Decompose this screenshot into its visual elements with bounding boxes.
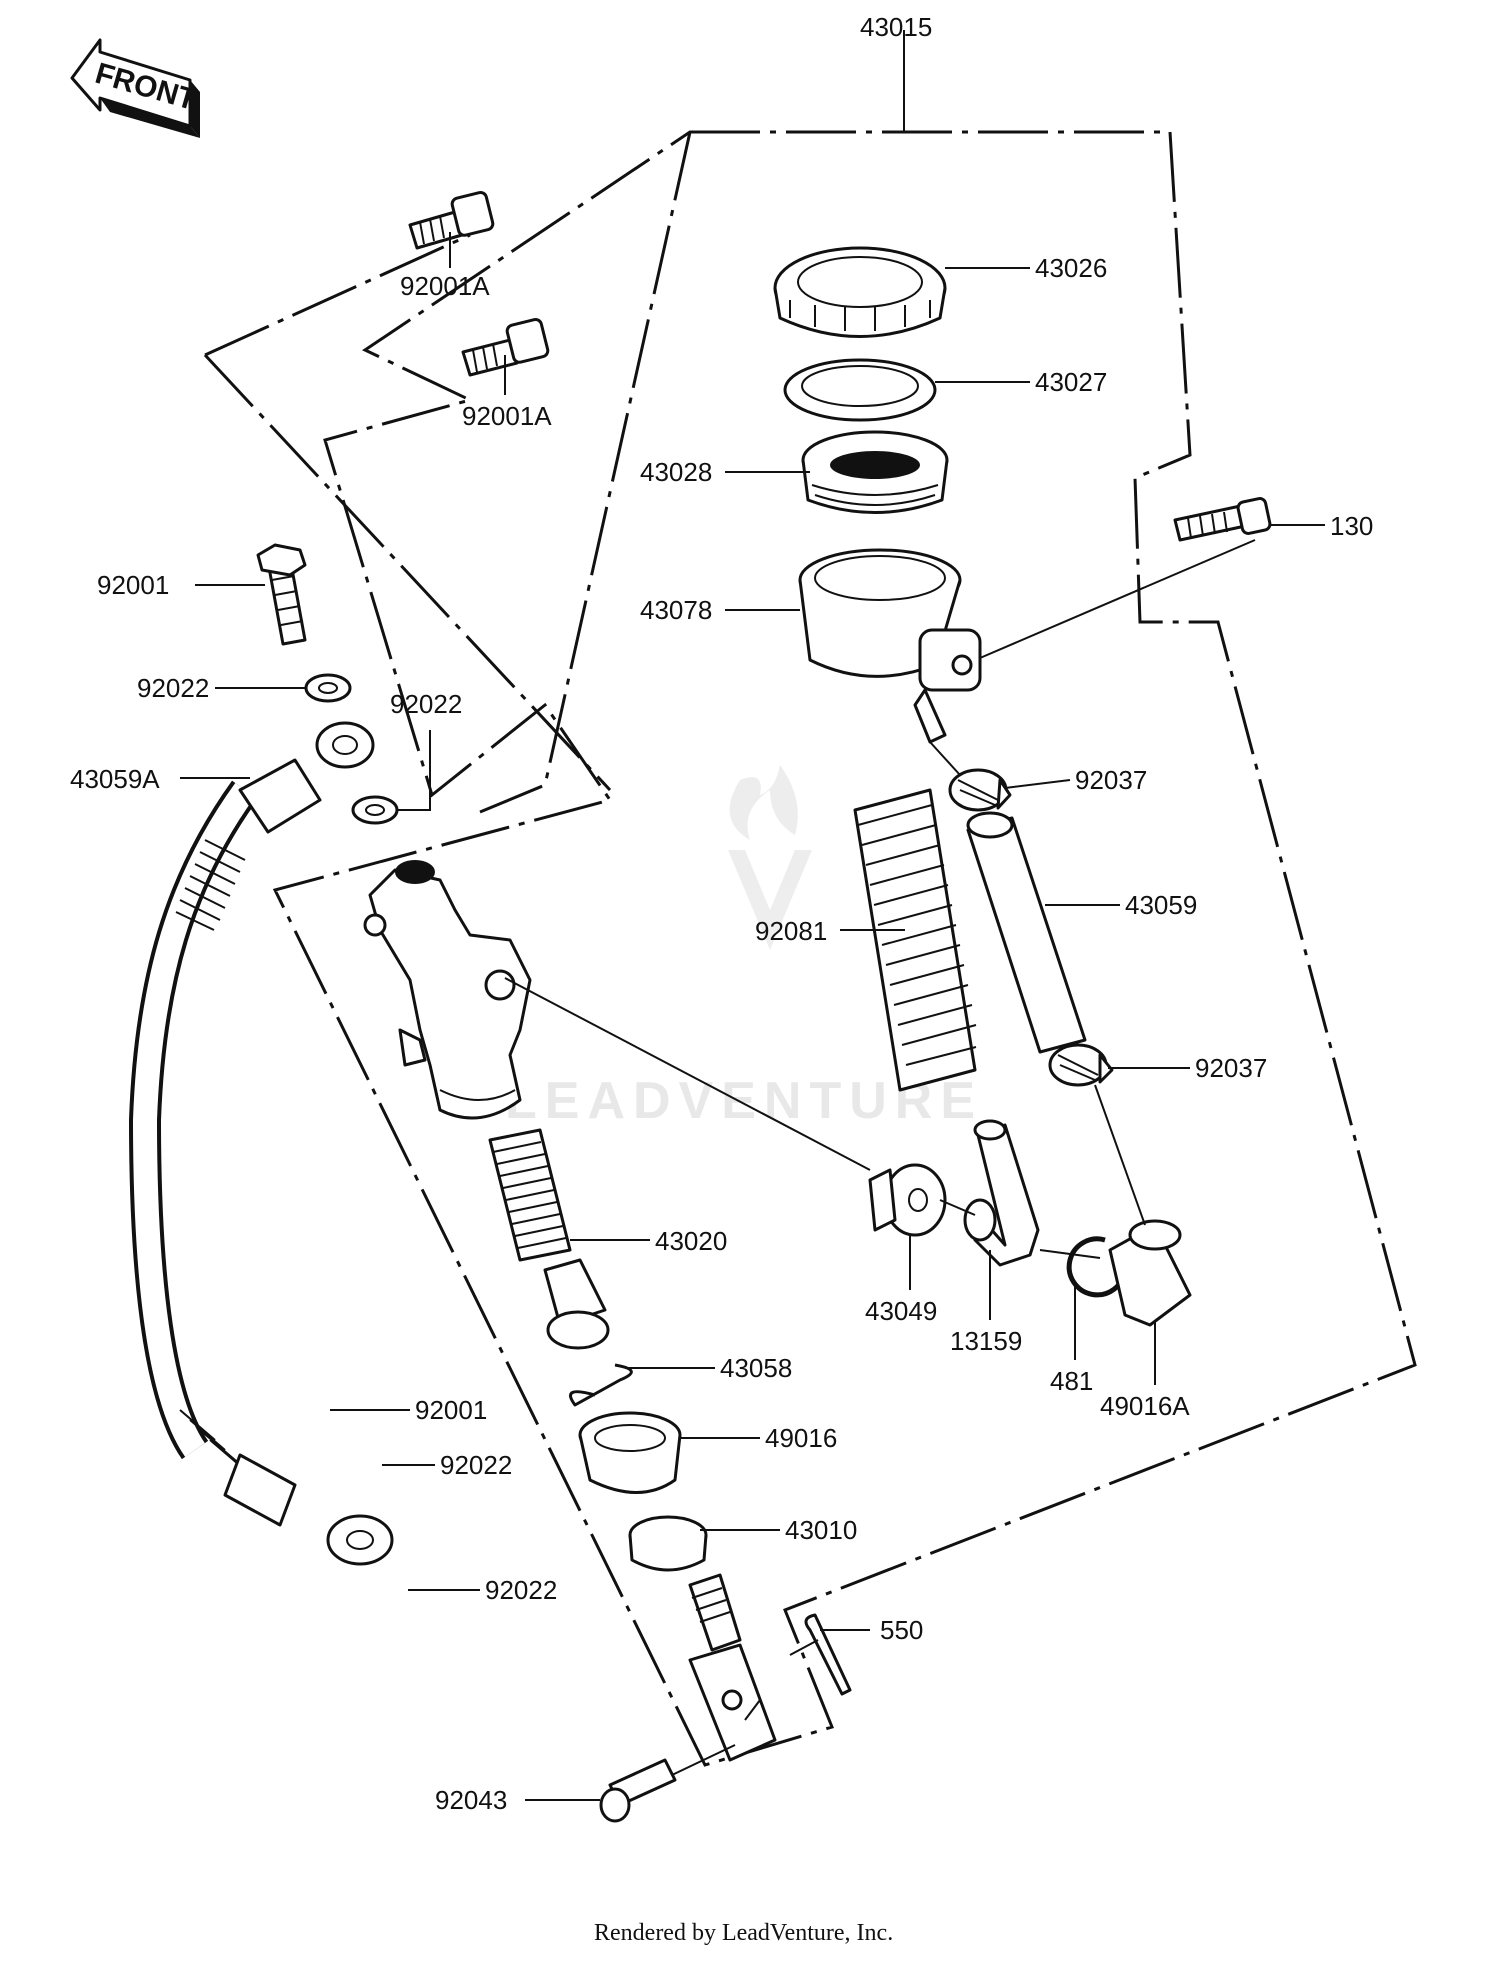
- label-92037-lower: 92037: [1195, 1053, 1267, 1083]
- label-130: 130: [1330, 511, 1373, 541]
- bolt-92001a-upper: [408, 190, 495, 250]
- label-43027: 43027: [1035, 367, 1107, 397]
- brake-hose: [128, 721, 394, 1566]
- label-92001a-lower: 92001A: [462, 401, 552, 431]
- retaining-clip: [569, 1363, 633, 1407]
- part-labels: 43015 43026 43027 43028 43078 130 92001A…: [70, 12, 1373, 1815]
- piston-assembly: [488, 1128, 610, 1350]
- label-92022-c: 92022: [440, 1450, 512, 1480]
- push-rod-washer: [628, 1515, 708, 1572]
- clevis-pin: [599, 1758, 677, 1823]
- label-550: 550: [880, 1615, 923, 1645]
- label-49016a: 49016A: [1100, 1391, 1190, 1421]
- label-43020: 43020: [655, 1226, 727, 1256]
- label-43026: 43026: [1035, 253, 1107, 283]
- label-43059a: 43059A: [70, 764, 160, 794]
- reservoir-body: [798, 548, 982, 744]
- label-92043: 92043: [435, 1785, 507, 1815]
- label-43059: 43059: [1125, 890, 1197, 920]
- label-43049: 43049: [865, 1296, 937, 1326]
- cotter-pin: [804, 1613, 852, 1696]
- dust-boot: [578, 1411, 682, 1494]
- label-92022-d: 92022: [485, 1575, 557, 1605]
- hose-joint: [1108, 1219, 1192, 1327]
- bolt-92001a-lower: [461, 317, 550, 377]
- front-arrow-badge: FRONT: [70, 38, 200, 138]
- master-cylinder-body: [363, 860, 532, 1120]
- diaphragm-plate: [783, 358, 937, 422]
- hose-clamp-lower: [1048, 1043, 1114, 1087]
- footer-credit: Rendered by LeadVenture, Inc.: [594, 1920, 893, 1946]
- reservoir-cap: [773, 246, 947, 338]
- bolt-92001-upper: [256, 543, 307, 646]
- diaphragm: [801, 430, 949, 514]
- label-92022-b: 92022: [390, 689, 462, 719]
- elbow-fitting: [963, 1119, 1040, 1267]
- label-92001-upper: 92001: [97, 570, 169, 600]
- label-92081: 92081: [755, 916, 827, 946]
- reservoir-spring: [853, 788, 977, 1092]
- push-rod-clevis: [688, 1573, 777, 1762]
- label-43078: 43078: [640, 595, 712, 625]
- label-13159: 13159: [950, 1326, 1022, 1356]
- circlip: [1066, 1236, 1128, 1298]
- label-49016: 49016: [765, 1423, 837, 1453]
- label-43015: 43015: [860, 12, 932, 42]
- label-92001a-upper: 92001A: [400, 271, 490, 301]
- label-92001-lower: 92001: [415, 1395, 487, 1425]
- hose-clamp-upper: [948, 768, 1012, 812]
- label-43028: 43028: [640, 457, 712, 487]
- bolt-130: [1173, 497, 1272, 542]
- grommet: [868, 1163, 947, 1237]
- label-92037-upper: 92037: [1075, 765, 1147, 795]
- assembly-43015-outline: [203, 30, 1417, 1767]
- label-43010: 43010: [785, 1515, 857, 1545]
- label-481: 481: [1050, 1366, 1093, 1396]
- label-43058: 43058: [720, 1353, 792, 1383]
- leader-lines: [180, 232, 1325, 1801]
- reservoir-hose: [966, 811, 1087, 1054]
- label-92022-a: 92022: [137, 673, 209, 703]
